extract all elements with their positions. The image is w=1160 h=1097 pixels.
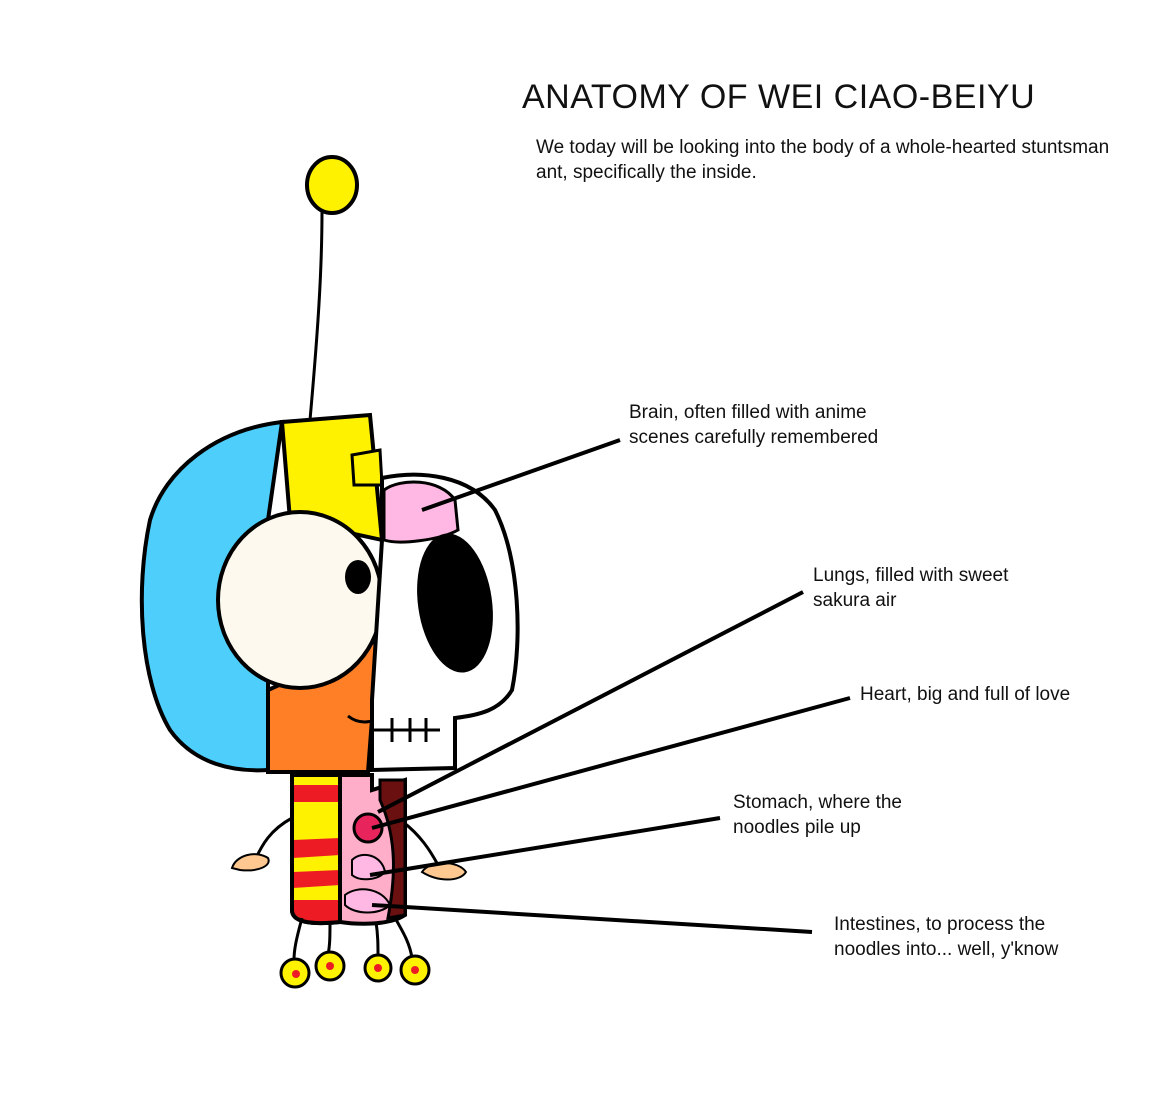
antenna [305, 155, 359, 421]
left-hand [230, 853, 270, 872]
lungs-label: Lungs, filled with sweet sakura air [813, 565, 1009, 611]
heart-label: Heart, big and full of love [860, 684, 1071, 705]
skull [370, 472, 520, 773]
pupil [345, 560, 371, 594]
teeth [372, 718, 440, 742]
stomach-leader [369, 816, 721, 877]
lungs-leader [377, 590, 804, 814]
brain [382, 480, 460, 544]
intestines-leader [371, 903, 813, 934]
stomach-label: Stomach, where the noodles pile up [733, 792, 902, 838]
heart-leader [371, 696, 851, 830]
brain-leader [421, 438, 621, 512]
helmet-blue [139, 419, 285, 773]
legs [279, 917, 431, 989]
torso [290, 773, 407, 926]
intro-text: We today will be looking into the body o… [536, 137, 1110, 183]
page-title: ANATOMY OF WEI CIAO-BEIYU [522, 78, 1036, 116]
eye [216, 510, 384, 690]
antenna-ball [305, 155, 359, 215]
helmet [139, 412, 385, 773]
arms [230, 816, 468, 881]
eye-socket [417, 533, 493, 673]
brain-label: Brain, often filled with anime scenes ca… [629, 402, 879, 448]
helmet-clip [350, 448, 384, 487]
intestines-label: Intestines, to process the noodles into.… [834, 914, 1059, 960]
leader-lines [369, 438, 851, 934]
heart [352, 812, 384, 844]
